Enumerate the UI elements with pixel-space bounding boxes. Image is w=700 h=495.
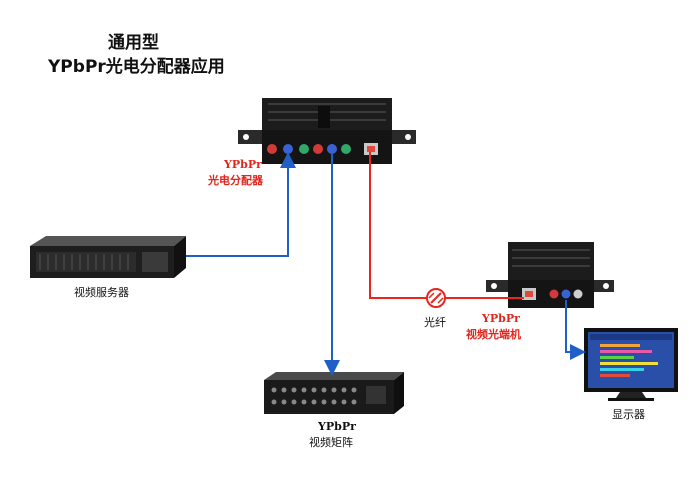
matrix-label-line1: YPbPr	[318, 420, 356, 433]
matrix-label-line2: 视频矩阵	[309, 436, 353, 449]
fiber-label: 光纤	[424, 316, 446, 329]
diagram-title-line1: 通用型	[108, 33, 159, 53]
display-monitor	[584, 328, 678, 401]
video-server	[30, 236, 186, 278]
display-label: 显示器	[612, 408, 645, 421]
diagram-title-line2: YPbPr光电分配器应用	[48, 57, 225, 77]
terminal-label-line1: YPbPr	[482, 312, 520, 325]
fiber-icon	[426, 288, 446, 308]
terminal-to-display-cable	[565, 300, 586, 360]
server-label: 视频服务器	[74, 286, 129, 299]
video-matrix	[264, 372, 404, 414]
splitter-label-line2: 光电分配器	[208, 174, 263, 187]
splitter-label-line1: YPbPr	[224, 158, 262, 171]
optical-terminal	[486, 242, 614, 308]
terminal-label-line2: 视频光端机	[466, 328, 521, 341]
fiber-cable	[369, 152, 524, 299]
server-to-splitter-cable	[186, 152, 296, 257]
splitter-device	[238, 98, 416, 164]
